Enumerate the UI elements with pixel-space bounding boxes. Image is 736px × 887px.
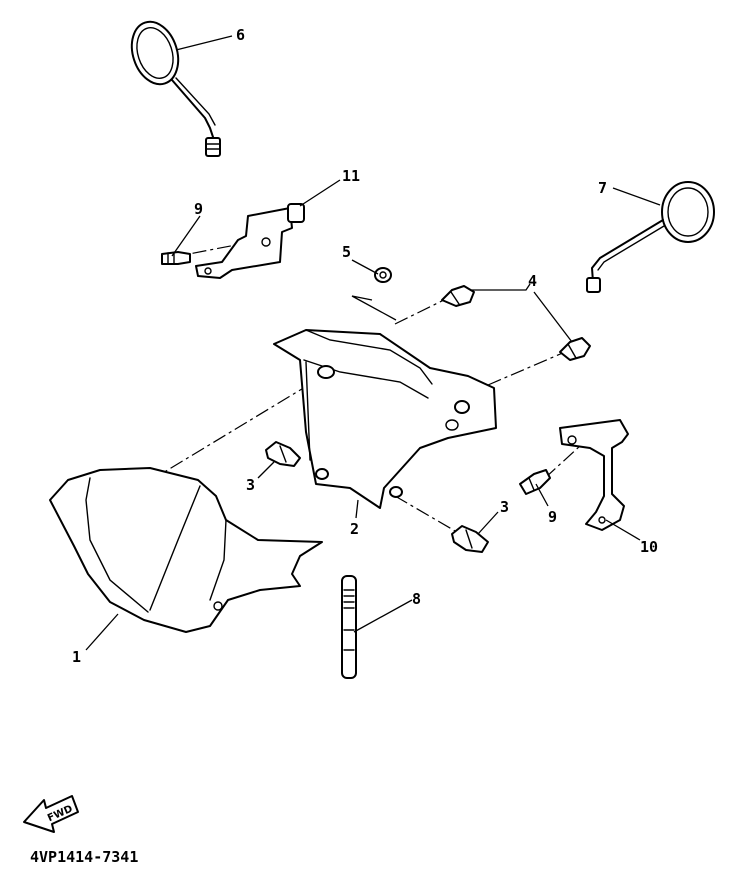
- callout-7: 7: [598, 179, 607, 197]
- forward-arrow: FWD: [23, 795, 79, 833]
- callout-9-upper: 9: [194, 200, 203, 218]
- bolts-lower: [265, 441, 489, 553]
- callout-3-left: 3: [246, 476, 255, 494]
- screw-upper: [161, 251, 191, 265]
- screw-lower: [519, 469, 551, 495]
- callout-1: 1: [72, 648, 81, 666]
- right-bracket: [559, 419, 629, 531]
- callout-5: 5: [342, 243, 351, 261]
- callout-2: 2: [350, 520, 359, 538]
- cable-tie: [341, 575, 357, 679]
- diagram-code: 4VP1414-7341: [30, 848, 138, 866]
- callout-3-right: 3: [500, 498, 509, 516]
- inner-cover: [273, 329, 497, 509]
- callout-6: 6: [236, 26, 245, 44]
- headlight-cowl: [49, 467, 323, 633]
- right-mirror: [586, 181, 715, 293]
- left-mirror: [130, 20, 221, 157]
- leader-lines: [85, 35, 661, 651]
- nut: [374, 267, 392, 283]
- callout-8: 8: [412, 590, 421, 608]
- callout-9-lower: 9: [548, 508, 557, 526]
- callout-11: 11: [342, 167, 360, 185]
- bolts-upper: [441, 285, 591, 361]
- left-bracket: [195, 203, 305, 279]
- callout-10: 10: [640, 538, 658, 556]
- callout-4: 4: [528, 272, 537, 290]
- callouts: 1 2 3 3 4 5 6 7 8 9 9 10 11: [72, 26, 658, 666]
